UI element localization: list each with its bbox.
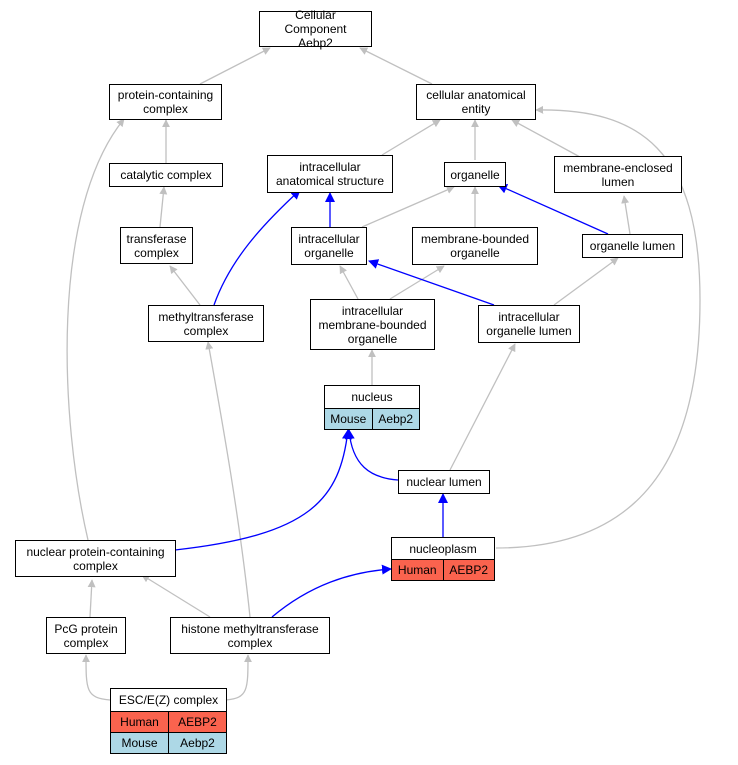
edge-npc-nuc [174,429,352,551]
edge-esc-pcg [82,654,111,701]
edge-io-org [361,186,455,228]
edge-hmc-mtc [205,341,251,618]
gene-cell: Aebp2 [371,409,419,429]
edge-np-cae [495,105,701,549]
node-membrane-enclosed-lumen[interactable]: membrane-enclosed lumen [554,156,682,193]
edge-cae-root [359,47,433,85]
esc-mouse-row: Mouse Aebp2 [111,732,226,753]
node-protein-containing-complex[interactable]: protein-containing complex [109,84,222,120]
node-pcg-protein-complex[interactable]: PcG protein complex [46,617,126,654]
species-cell: Human [111,712,168,732]
node-intracellular-membrane-bounded-organelle[interactable]: intracellular membrane-bounded organelle [310,299,435,350]
nucleoplasm-human-row: Human AEBP2 [392,560,494,580]
node-nuclear-lumen[interactable]: nuclear lumen [398,470,490,494]
node-transferase-complex[interactable]: transferase complex [120,227,193,264]
edge-iol-io [368,259,495,306]
node-nuclear-protein-containing-complex[interactable]: nuclear protein-containing complex [15,540,176,577]
species-cell: Human [392,560,443,580]
node-esc-ez-complex[interactable]: ESC/E(Z) complex Human AEBP2 Mouse Aebp2 [110,688,227,754]
edge-hmc-npc [141,574,211,618]
node-nucleoplasm[interactable]: nucleoplasm Human AEBP2 [391,537,495,581]
gene-cell: AEBP2 [168,712,226,732]
esc-human-row: Human AEBP2 [111,712,226,732]
node-catalytic-complex[interactable]: catalytic complex [109,163,223,187]
species-cell: Mouse [111,733,168,753]
node-intracellular-organelle-lumen[interactable]: intracellular organelle lumen [478,305,580,343]
edge-hmc-np [271,564,392,618]
edge-nl-nuc [344,429,399,481]
node-intracellular-anatomical-structure[interactable]: intracellular anatomical structure [267,155,393,193]
nucleus-title: nucleus [325,386,419,409]
edge-npc-pcc [66,118,125,541]
edge-pcc-root [199,47,271,85]
node-membrane-bounded-organelle[interactable]: membrane-bounded organelle [412,227,538,265]
edge-esc-hmc [225,654,252,701]
edge-ol-org [497,184,609,235]
edge-trans-cat [159,186,168,228]
edge-pcg-npc [87,579,96,618]
edge-nl-iol [449,343,516,471]
edge-imbo-mbo [389,265,445,300]
esc-complex-title: ESC/E(Z) complex [111,689,226,712]
edge-ias-cae [381,119,441,156]
edge-mel-cae [511,119,581,158]
node-organelle[interactable]: organelle [444,162,506,187]
gene-cell: Aebp2 [168,733,226,753]
edge-mtc-trans [169,265,201,306]
edge-iol-ol [553,257,619,306]
node-intracellular-organelle[interactable]: intracellular organelle [291,227,367,265]
edge-ol-mel [621,195,631,235]
gene-cell: AEBP2 [442,560,494,580]
species-cell: Mouse [325,409,372,429]
nucleoplasm-title: nucleoplasm [392,538,494,561]
edge-imbo-io [339,265,359,300]
node-root[interactable]: Cellular Component Aebp2 [259,8,372,50]
node-histone-methyltransferase-complex[interactable]: histone methyltransferase complex [170,617,330,654]
nucleus-mouse-row: Mouse Aebp2 [325,409,419,429]
node-nucleus[interactable]: nucleus Mouse Aebp2 [324,385,420,430]
edge-mtc-ias [213,189,301,306]
node-methyltransferase-complex[interactable]: methyltransferase complex [148,305,264,342]
node-cellular-anatomical-entity[interactable]: cellular anatomical entity [416,84,536,120]
node-organelle-lumen[interactable]: organelle lumen [582,234,683,258]
